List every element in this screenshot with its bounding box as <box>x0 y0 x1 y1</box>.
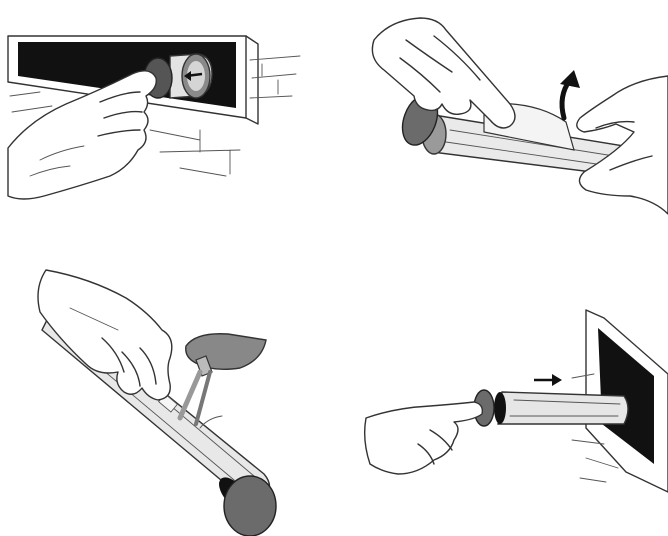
step-4-illustration <box>334 268 668 536</box>
step-3-dispense <box>0 268 334 536</box>
step-1-illustration <box>0 0 334 268</box>
step-2-illustration <box>334 0 668 268</box>
step-4-reinsert-cartridge <box>334 268 668 536</box>
cartridge-band <box>494 392 506 424</box>
cartridge-cap <box>224 476 276 536</box>
hand-left <box>372 18 515 128</box>
step-2-peel-seal <box>334 0 668 268</box>
dropper-bottle <box>180 334 266 428</box>
step-1-remove-cartridge <box>0 0 334 268</box>
hand <box>8 71 156 199</box>
hand <box>365 402 483 474</box>
step-3-illustration <box>0 268 334 536</box>
cartridge <box>474 390 628 426</box>
